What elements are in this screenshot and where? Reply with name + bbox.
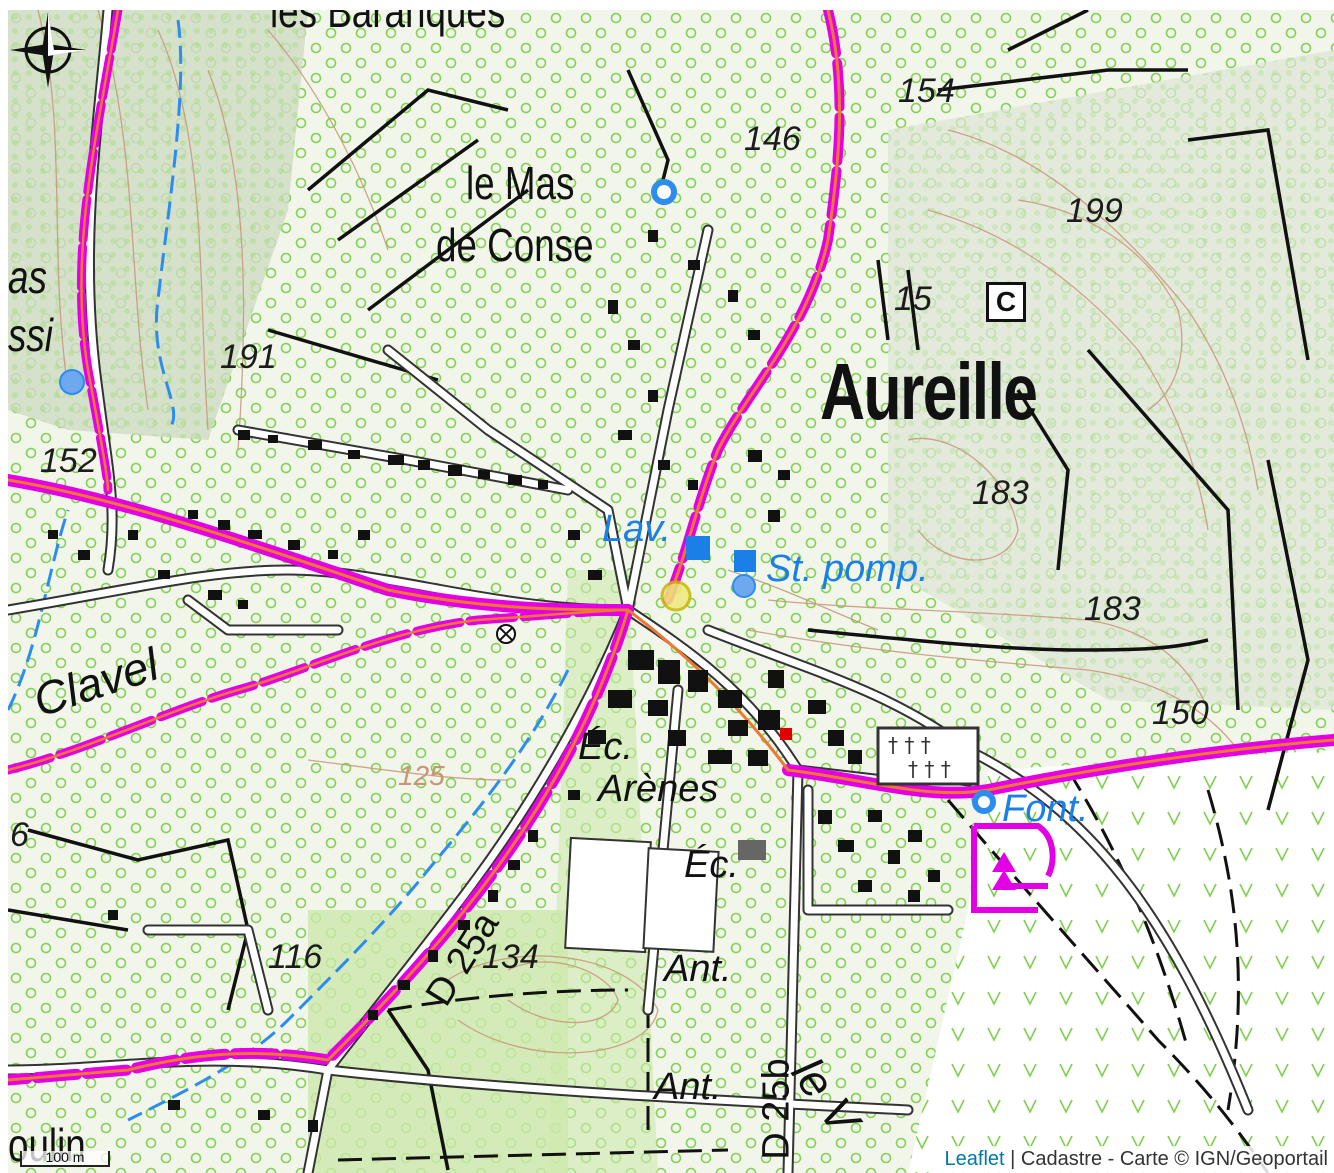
camping-icon: C xyxy=(986,282,1026,322)
attribution-text: | Cadastre - Carte © IGN/Geoportail xyxy=(1004,1148,1328,1170)
altitude-183-b: 183 xyxy=(1084,590,1141,628)
altitude-154: 154 xyxy=(898,72,955,110)
altitude-6: 6 xyxy=(10,816,29,854)
map-view[interactable]: † † † † † † les Baranques as xyxy=(8,10,1334,1173)
label-town-aureille: Aureille xyxy=(820,347,1038,436)
altitude-152: 152 xyxy=(40,442,97,480)
compass-rose-icon xyxy=(10,12,86,88)
scale-bar: 100 m xyxy=(20,1150,110,1167)
altitude-199: 199 xyxy=(1066,192,1123,230)
label-ecole-2: Éc. xyxy=(684,844,739,886)
label-mas-left: as xyxy=(8,251,47,303)
altitude-183-a: 183 xyxy=(972,474,1029,512)
label-fontaine: Font. xyxy=(1002,788,1089,830)
label-road-d25b: D 25b xyxy=(755,1058,798,1160)
label-station-pompage: St. pomp. xyxy=(766,548,929,590)
svg-text:† † †: † † † xyxy=(888,733,931,757)
label-antenna-2: Ant. xyxy=(654,1066,722,1108)
label-arenes: Arènes xyxy=(598,768,719,810)
map-tiles: † † † † † † xyxy=(8,10,1334,1173)
label-ecole-1: Éc. xyxy=(578,726,633,768)
svg-text:† † †: † † † xyxy=(908,757,951,781)
altitude-116: 116 xyxy=(268,938,323,976)
leaflet-link[interactable]: Leaflet xyxy=(944,1148,1005,1170)
altitude-150: 150 xyxy=(1152,694,1209,732)
map-attribution: Leaflet | Cadastre - Carte © IGN/Geoport… xyxy=(938,1146,1334,1173)
altitude-125: 125 xyxy=(398,760,445,791)
label-le-mas: le Mas xyxy=(466,157,575,209)
altitude-15: 15 xyxy=(894,280,932,318)
label-lavoir: Lav. xyxy=(602,508,672,550)
label-de-conse: de Conse xyxy=(436,219,594,271)
label-les-baranques: les Baranques xyxy=(270,10,506,37)
altitude-134: 134 xyxy=(482,938,539,976)
altitude-146: 146 xyxy=(744,120,801,158)
altitude-191: 191 xyxy=(220,338,277,376)
label-issi-left: ssi xyxy=(8,309,53,361)
label-antenna-1: Ant. xyxy=(664,948,732,990)
